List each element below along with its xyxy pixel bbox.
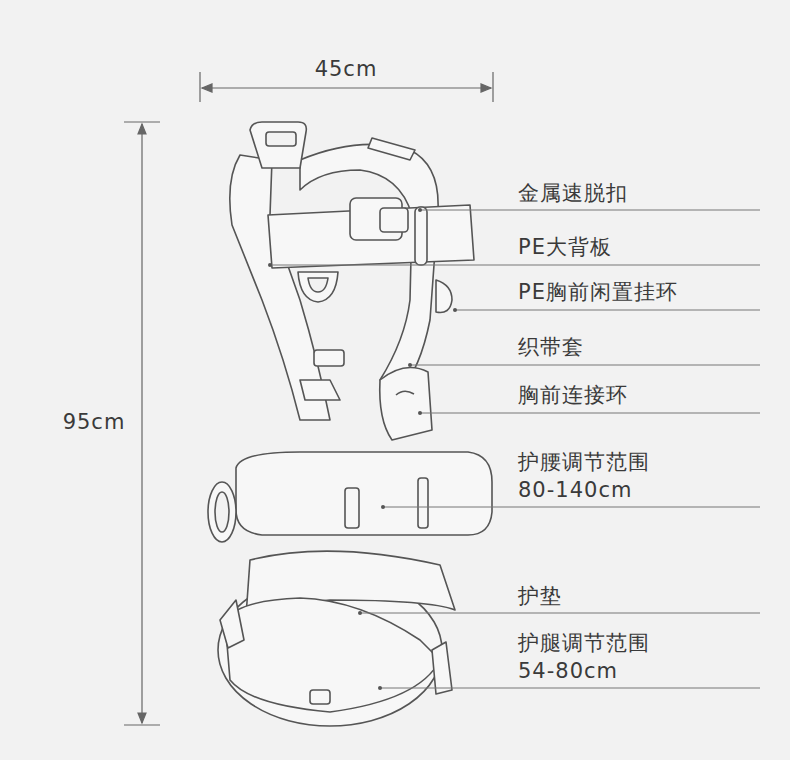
- part-label: PE大背板: [518, 235, 612, 260]
- part-label: 54-80cm: [518, 659, 618, 684]
- dimension-label: 95cm: [63, 410, 126, 435]
- part-label: 护腿调节范围: [518, 631, 650, 656]
- leader-lines: [270, 210, 760, 688]
- part-label: 护垫: [518, 584, 562, 609]
- part-label: 织带套: [518, 335, 584, 360]
- part-label: PE胸前闲置挂环: [518, 280, 678, 305]
- harness-drawing: [208, 122, 492, 726]
- part-label: 护腰调节范围: [518, 450, 650, 475]
- leader-dots: [268, 208, 457, 690]
- dimension-label: 45cm: [315, 57, 378, 82]
- dimension-lines: [124, 72, 493, 725]
- part-label: 胸前连接环: [518, 383, 628, 408]
- part-label: 80-140cm: [518, 478, 632, 503]
- part-label: 金属速脱扣: [518, 181, 628, 206]
